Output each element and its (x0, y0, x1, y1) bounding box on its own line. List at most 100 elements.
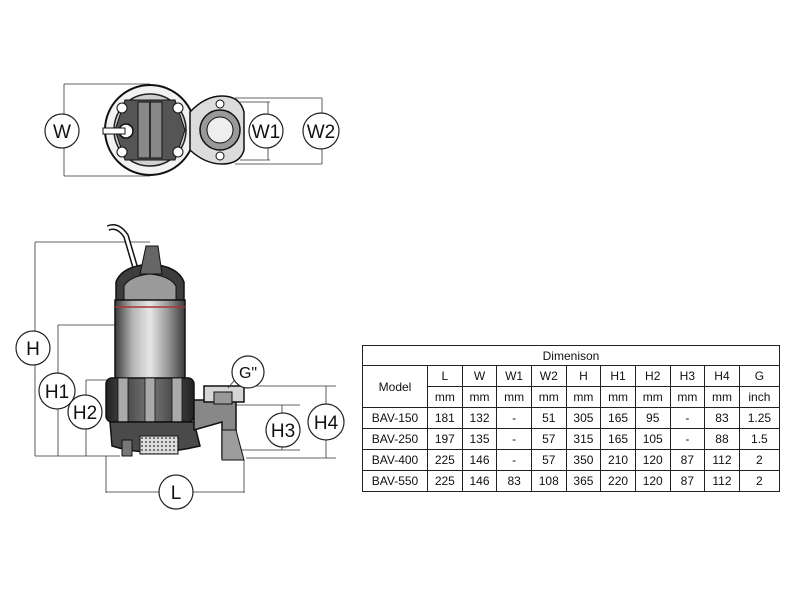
column-header: H2 (634, 365, 671, 387)
value-cell: - (496, 428, 532, 450)
dimension-h3-bubble (265, 412, 301, 448)
value-cell: - (669, 428, 706, 450)
value-cell: - (496, 407, 532, 429)
pump-top-outline (102, 84, 196, 176)
unit-cell: mm (669, 386, 706, 408)
dimension-l-bubble (158, 474, 194, 510)
column-header: G (738, 365, 781, 387)
value-cell: 87 (669, 449, 706, 471)
value-cell: 1.25 (738, 407, 781, 429)
value-cell: 210 (600, 449, 636, 471)
dimension-h4-label: H4 (314, 413, 339, 434)
value-cell: 2 (738, 470, 781, 492)
unit-cell: mm (600, 386, 636, 408)
column-header: H4 (704, 365, 740, 387)
value-cell: 220 (600, 470, 636, 492)
column-header: W1 (496, 365, 532, 387)
value-cell: 95 (634, 407, 671, 429)
table-title-row: Dimenison (362, 345, 780, 366)
model-cell: BAV-150 (362, 407, 428, 429)
value-cell: 112 (704, 449, 740, 471)
dimension-h4-bubble (307, 403, 345, 441)
dimension-h1-bubble (38, 372, 76, 410)
pump-side-body (105, 224, 245, 461)
column-header: W (461, 365, 498, 387)
column-header: W2 (530, 365, 567, 387)
value-cell: 1.5 (738, 428, 781, 450)
value-cell: 135 (461, 428, 498, 450)
discharge-flange-top (189, 95, 245, 165)
value-cell: - (669, 407, 706, 429)
column-header: H (565, 365, 602, 387)
dimension-w-label: W (53, 122, 71, 143)
value-cell: 88 (704, 428, 740, 450)
value-cell: 108 (530, 470, 567, 492)
unit-cell: mm (496, 386, 532, 408)
dimension-l-label: L (171, 483, 182, 504)
model-cell: BAV-550 (362, 470, 428, 492)
value-cell: 57 (530, 449, 567, 471)
value-cell: 105 (634, 428, 671, 450)
value-cell: 225 (427, 470, 463, 492)
dimension-g-bubble (231, 355, 265, 389)
value-cell: 83 (496, 470, 532, 492)
dimension-w1-bubble (248, 113, 284, 149)
value-cell: 132 (461, 407, 498, 429)
dimension-h-label: H (26, 339, 40, 360)
value-cell: 315 (565, 428, 602, 450)
value-cell: 146 (461, 470, 498, 492)
unit-cell: mm (634, 386, 671, 408)
dimension-h-bubble (15, 330, 51, 366)
unit-cell: mm (530, 386, 567, 408)
value-cell: - (496, 449, 532, 471)
value-cell: 165 (600, 428, 636, 450)
model-cell: BAV-400 (362, 449, 428, 471)
top-view: W W1 W2 (44, 83, 340, 177)
model-cell: BAV-250 (362, 428, 428, 450)
value-cell: 120 (634, 470, 671, 492)
dimension-w1-label: W1 (252, 122, 281, 143)
value-cell: 51 (530, 407, 567, 429)
model-column-header: Model (362, 365, 428, 408)
value-cell: 87 (669, 470, 706, 492)
value-cell: 146 (461, 449, 498, 471)
value-cell: 181 (427, 407, 463, 429)
column-header: H1 (600, 365, 636, 387)
dimension-g-label: G" (239, 365, 257, 382)
value-cell: 225 (427, 449, 463, 471)
dimension-w2-label: W2 (307, 122, 336, 143)
column-header: H3 (669, 365, 706, 387)
value-cell: 197 (427, 428, 463, 450)
value-cell: 305 (565, 407, 602, 429)
value-cell: 57 (530, 428, 567, 450)
dimension-h1-label: H1 (45, 382, 69, 403)
value-cell: 365 (565, 470, 602, 492)
value-cell: 350 (565, 449, 602, 471)
dimension-h2-label: H2 (73, 403, 97, 424)
dimension-w-bubble (44, 113, 80, 149)
table-title: Dimenison (362, 345, 780, 366)
unit-cell: mm (704, 386, 740, 408)
value-cell: 2 (738, 449, 781, 471)
value-cell: 165 (600, 407, 636, 429)
unit-cell: mm (461, 386, 498, 408)
value-cell: 83 (704, 407, 740, 429)
value-cell: 112 (704, 470, 740, 492)
unit-cell: inch (738, 386, 781, 408)
dimension-h3-label: H3 (271, 421, 295, 442)
dimension-w2-bubble (302, 112, 340, 150)
column-header: L (427, 365, 463, 387)
unit-cell: mm (565, 386, 602, 408)
side-view: H H1 H2 H3 H4 L G" (15, 224, 345, 510)
unit-cell: mm (427, 386, 463, 408)
dimension-h2-bubble (67, 394, 103, 430)
value-cell: 120 (634, 449, 671, 471)
